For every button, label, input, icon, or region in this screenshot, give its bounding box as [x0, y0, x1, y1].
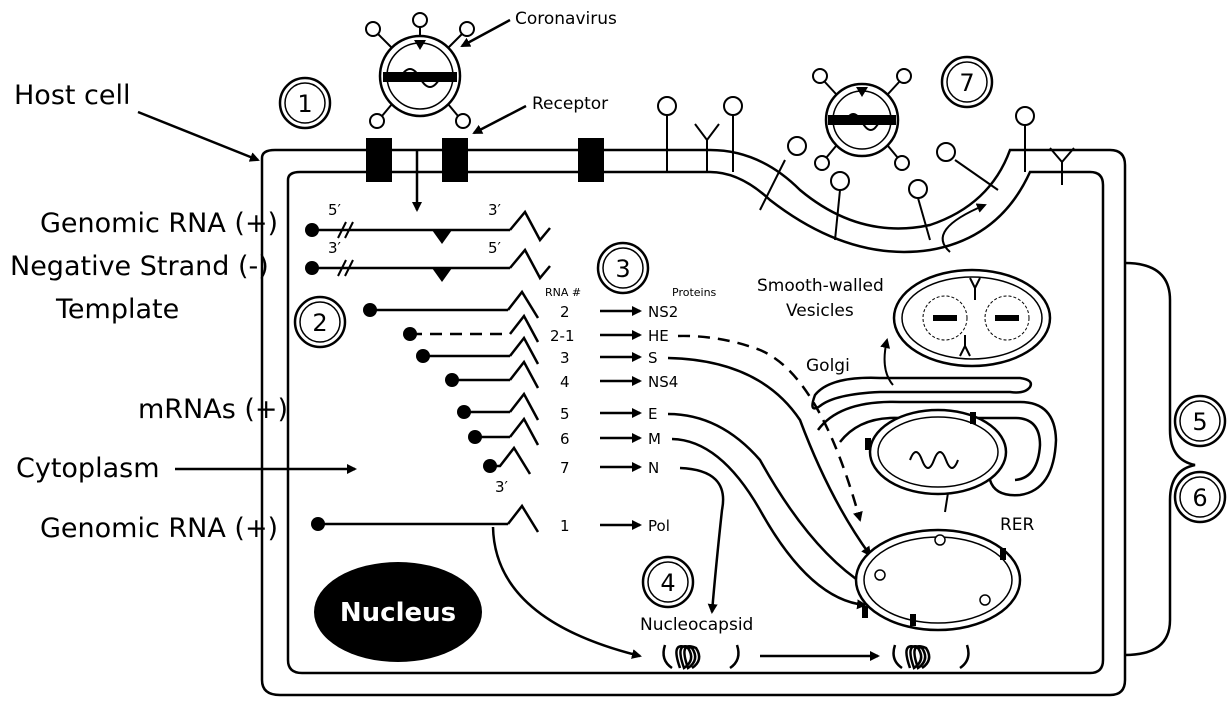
rna-number: 6: [560, 430, 570, 448]
genomic-rna-top-label: Genomic RNA (+): [40, 208, 278, 239]
step-2: 2: [312, 309, 327, 337]
receptors: [366, 138, 604, 182]
coronavirus-incoming: [366, 13, 474, 128]
protein-label: Pol: [648, 517, 670, 535]
template-label: Template: [55, 294, 179, 325]
cytoplasm-label: Cytoplasm: [16, 453, 160, 484]
mrnas-label: mRNAs (+): [138, 394, 288, 425]
step-3: 3: [615, 255, 630, 283]
steps-5-6-brace: [1125, 263, 1195, 655]
nucleus-label: Nucleus: [340, 598, 456, 628]
protein-label: E: [648, 405, 657, 423]
protein-label: N: [648, 459, 659, 477]
rer-label: RER: [1000, 515, 1035, 535]
coronavirus-label: Coronavirus: [515, 9, 617, 29]
coronavirus-budding: [813, 69, 911, 170]
protein-label: HE: [648, 327, 669, 345]
receptor-label: Receptor: [532, 94, 608, 114]
rna-header: RNA #: [545, 286, 581, 299]
step-7: 7: [959, 69, 974, 97]
genomic-rna-top-strand: [305, 212, 550, 244]
rna-number: 3: [560, 349, 570, 367]
step-6: 6: [1192, 484, 1207, 512]
smooth-walled-vesicle: [894, 270, 1050, 366]
protein-label: M: [648, 430, 661, 448]
smooth-walled-label-1: Smooth-walled: [757, 276, 884, 296]
golgi-label: Golgi: [806, 356, 850, 376]
host-cell-arrow: [138, 112, 258, 160]
receptor-arrow: [474, 106, 526, 133]
negative-strand-label: Negative Strand (-): [10, 251, 269, 282]
rna-number: 1: [560, 517, 570, 535]
smooth-walled-label-2: Vesicles: [786, 301, 854, 321]
nucleocapsid-coil: [664, 645, 739, 668]
three-prime-label-bottom: 3′: [495, 478, 509, 496]
five-prime-label-neg: 5′: [488, 239, 502, 257]
protein-label: S: [648, 349, 658, 367]
nucleocapsid-coil-assembled: [894, 645, 969, 668]
golgi: [812, 378, 1030, 409]
proteins-header: Proteins: [672, 286, 717, 299]
nucleocapsid-label: Nucleocapsid: [640, 615, 753, 635]
protein-label: NS2: [648, 303, 678, 321]
host-cell-label: Host cell: [14, 80, 131, 111]
three-prime-label: 3′: [488, 201, 502, 219]
rna-number: 5: [560, 405, 570, 423]
protein-label: NS4: [648, 373, 678, 391]
rna-number: 4: [560, 373, 570, 391]
five-prime-label: 5′: [328, 201, 342, 219]
three-prime-label-neg: 3′: [328, 239, 342, 257]
rna-protein-table: 2 2-1 3 4 5 6 7 1 NS2 HE S NS4 E M N Pol: [550, 303, 678, 535]
step-4: 4: [660, 569, 675, 597]
step-1: 1: [297, 90, 312, 118]
rna-number: 2-1: [550, 327, 575, 345]
genomic-rna-bottom-label: Genomic RNA (+): [40, 513, 278, 544]
rna-number: 2: [560, 303, 570, 321]
rna-number: 7: [560, 459, 570, 477]
step-5: 5: [1192, 408, 1207, 436]
negative-strand-line: [305, 250, 550, 282]
